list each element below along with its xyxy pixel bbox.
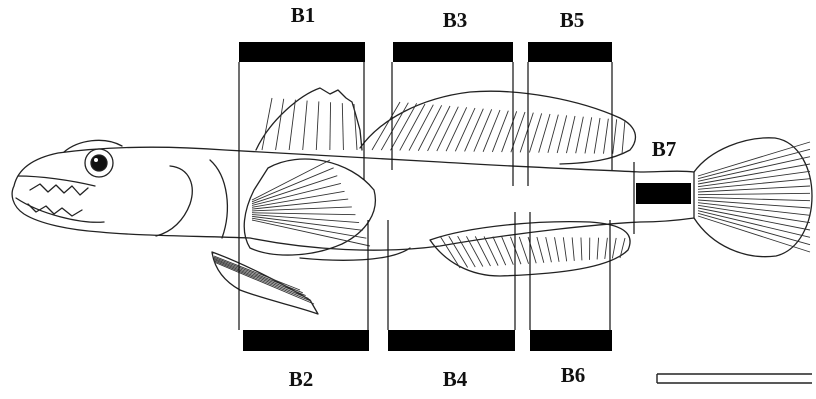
fish-body-outline [12, 147, 694, 250]
bar-b1 [239, 42, 365, 62]
bar-b7 [636, 183, 691, 204]
bar-b2 [243, 330, 369, 351]
bar-b3 [393, 42, 513, 62]
caudal-fin [694, 138, 812, 257]
zone-bars [239, 42, 691, 351]
bar-b6 [530, 330, 612, 351]
label-b5: B5 [560, 8, 585, 32]
label-b4: B4 [443, 367, 468, 391]
bar-b5 [528, 42, 612, 62]
label-b2: B2 [289, 367, 314, 391]
fin-rays [214, 98, 810, 304]
label-b6: B6 [561, 363, 586, 387]
eye [85, 149, 113, 177]
bar-b4 [388, 330, 515, 351]
label-b1: B1 [291, 3, 316, 27]
label-b3: B3 [443, 8, 468, 32]
label-b7: B7 [652, 137, 677, 161]
scale-bar [657, 374, 812, 383]
first-dorsal-fin [256, 88, 362, 150]
